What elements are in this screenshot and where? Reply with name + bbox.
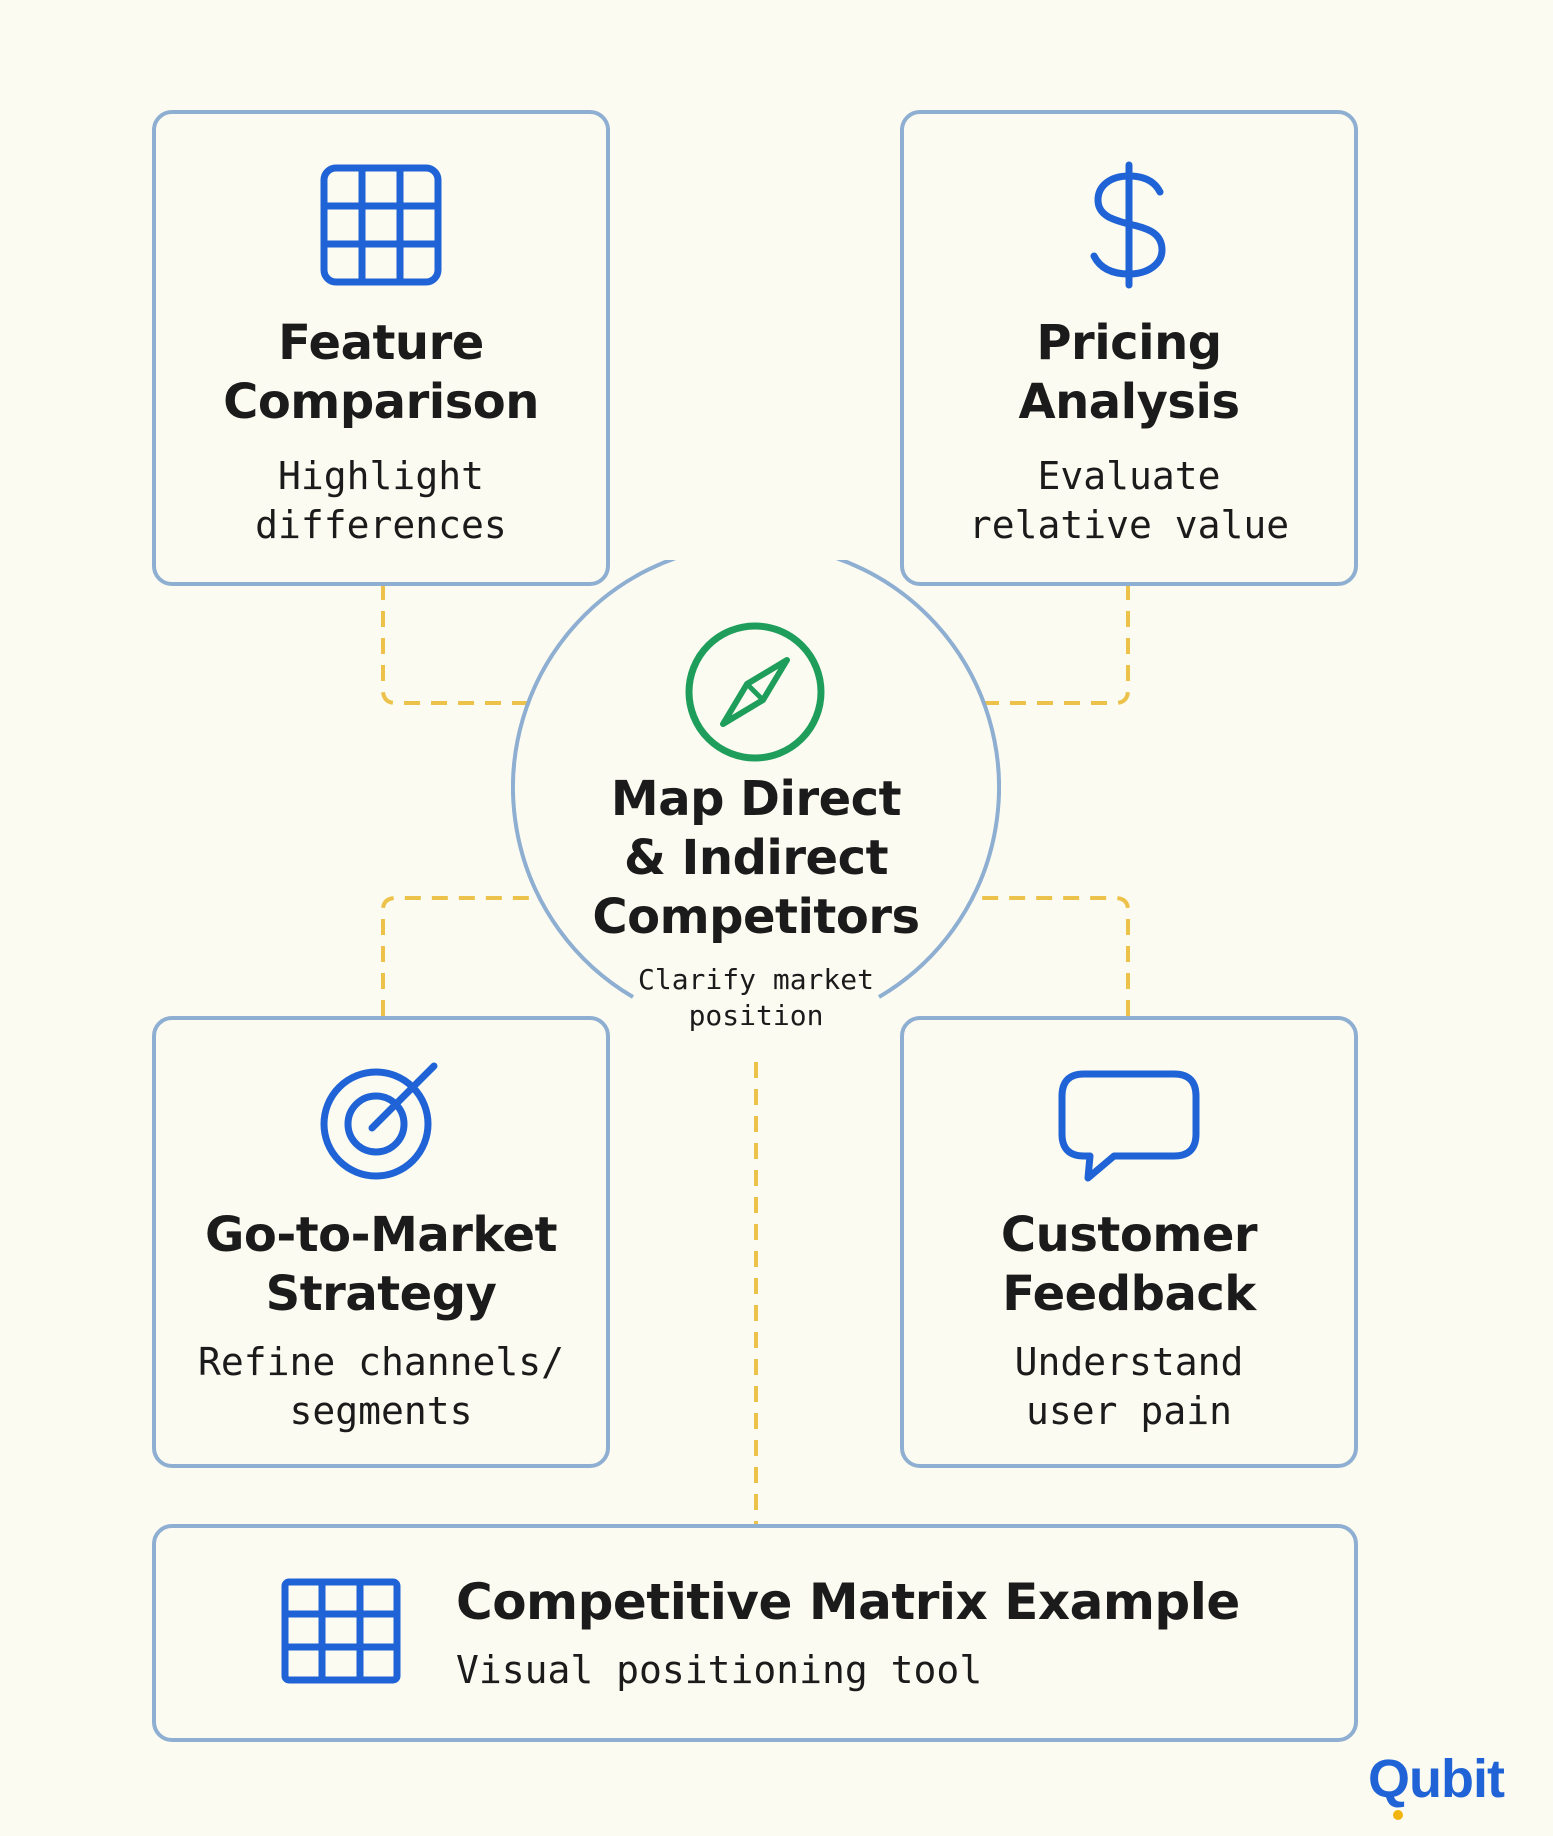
- dollar-icon: [1090, 161, 1166, 289]
- customer-feedback-card: Customer Feedback Understand user pain: [900, 1016, 1358, 1468]
- card-description: Refine channels/ segments: [197, 1340, 565, 1433]
- compass-icon: [685, 622, 825, 762]
- feature-comparison-card: Feature Comparison Highlight differences: [152, 110, 610, 586]
- grid-icon: [281, 1578, 401, 1684]
- connector-feature: [381, 584, 533, 705]
- connector-feedback: [978, 896, 1130, 1016]
- card-description: Understand user pain: [1014, 1340, 1244, 1433]
- logo-dot: [1393, 1810, 1403, 1820]
- card-description: Highlight differences: [255, 454, 507, 547]
- center-node: Map Direct & Indirect Competitors Clarif…: [511, 560, 1001, 1050]
- competitive-matrix-card: Competitive Matrix Example Visual positi…: [152, 1524, 1358, 1742]
- qubit-logo: Qubit: [1368, 1748, 1505, 1820]
- card-title: Competitive Matrix Example: [456, 1573, 1240, 1631]
- chat-bubble-icon: [1058, 1070, 1200, 1182]
- pricing-analysis-card: Pricing Analysis Evaluate relative value: [900, 110, 1358, 586]
- center-description: Clarify market position: [637, 963, 874, 1032]
- card-description: Evaluate relative value: [968, 454, 1290, 547]
- grid-icon: [320, 164, 442, 286]
- go-to-market-card: Go-to-Market Strategy Refine channels/ s…: [152, 1016, 610, 1468]
- center-ring: [511, 560, 1001, 999]
- connector-pricing: [978, 584, 1130, 705]
- card-title: Customer Feedback: [1000, 1207, 1258, 1322]
- target-icon: [320, 1062, 438, 1180]
- card-title: Feature Comparison: [223, 315, 539, 430]
- center-title: Map Direct & Indirect Competitors: [592, 771, 920, 945]
- connector-gtm: [381, 896, 533, 1016]
- card-description: Visual positioning tool: [456, 1648, 983, 1692]
- card-title: Pricing Analysis: [1018, 315, 1240, 430]
- card-title: Go-to-Market Strategy: [204, 1207, 558, 1322]
